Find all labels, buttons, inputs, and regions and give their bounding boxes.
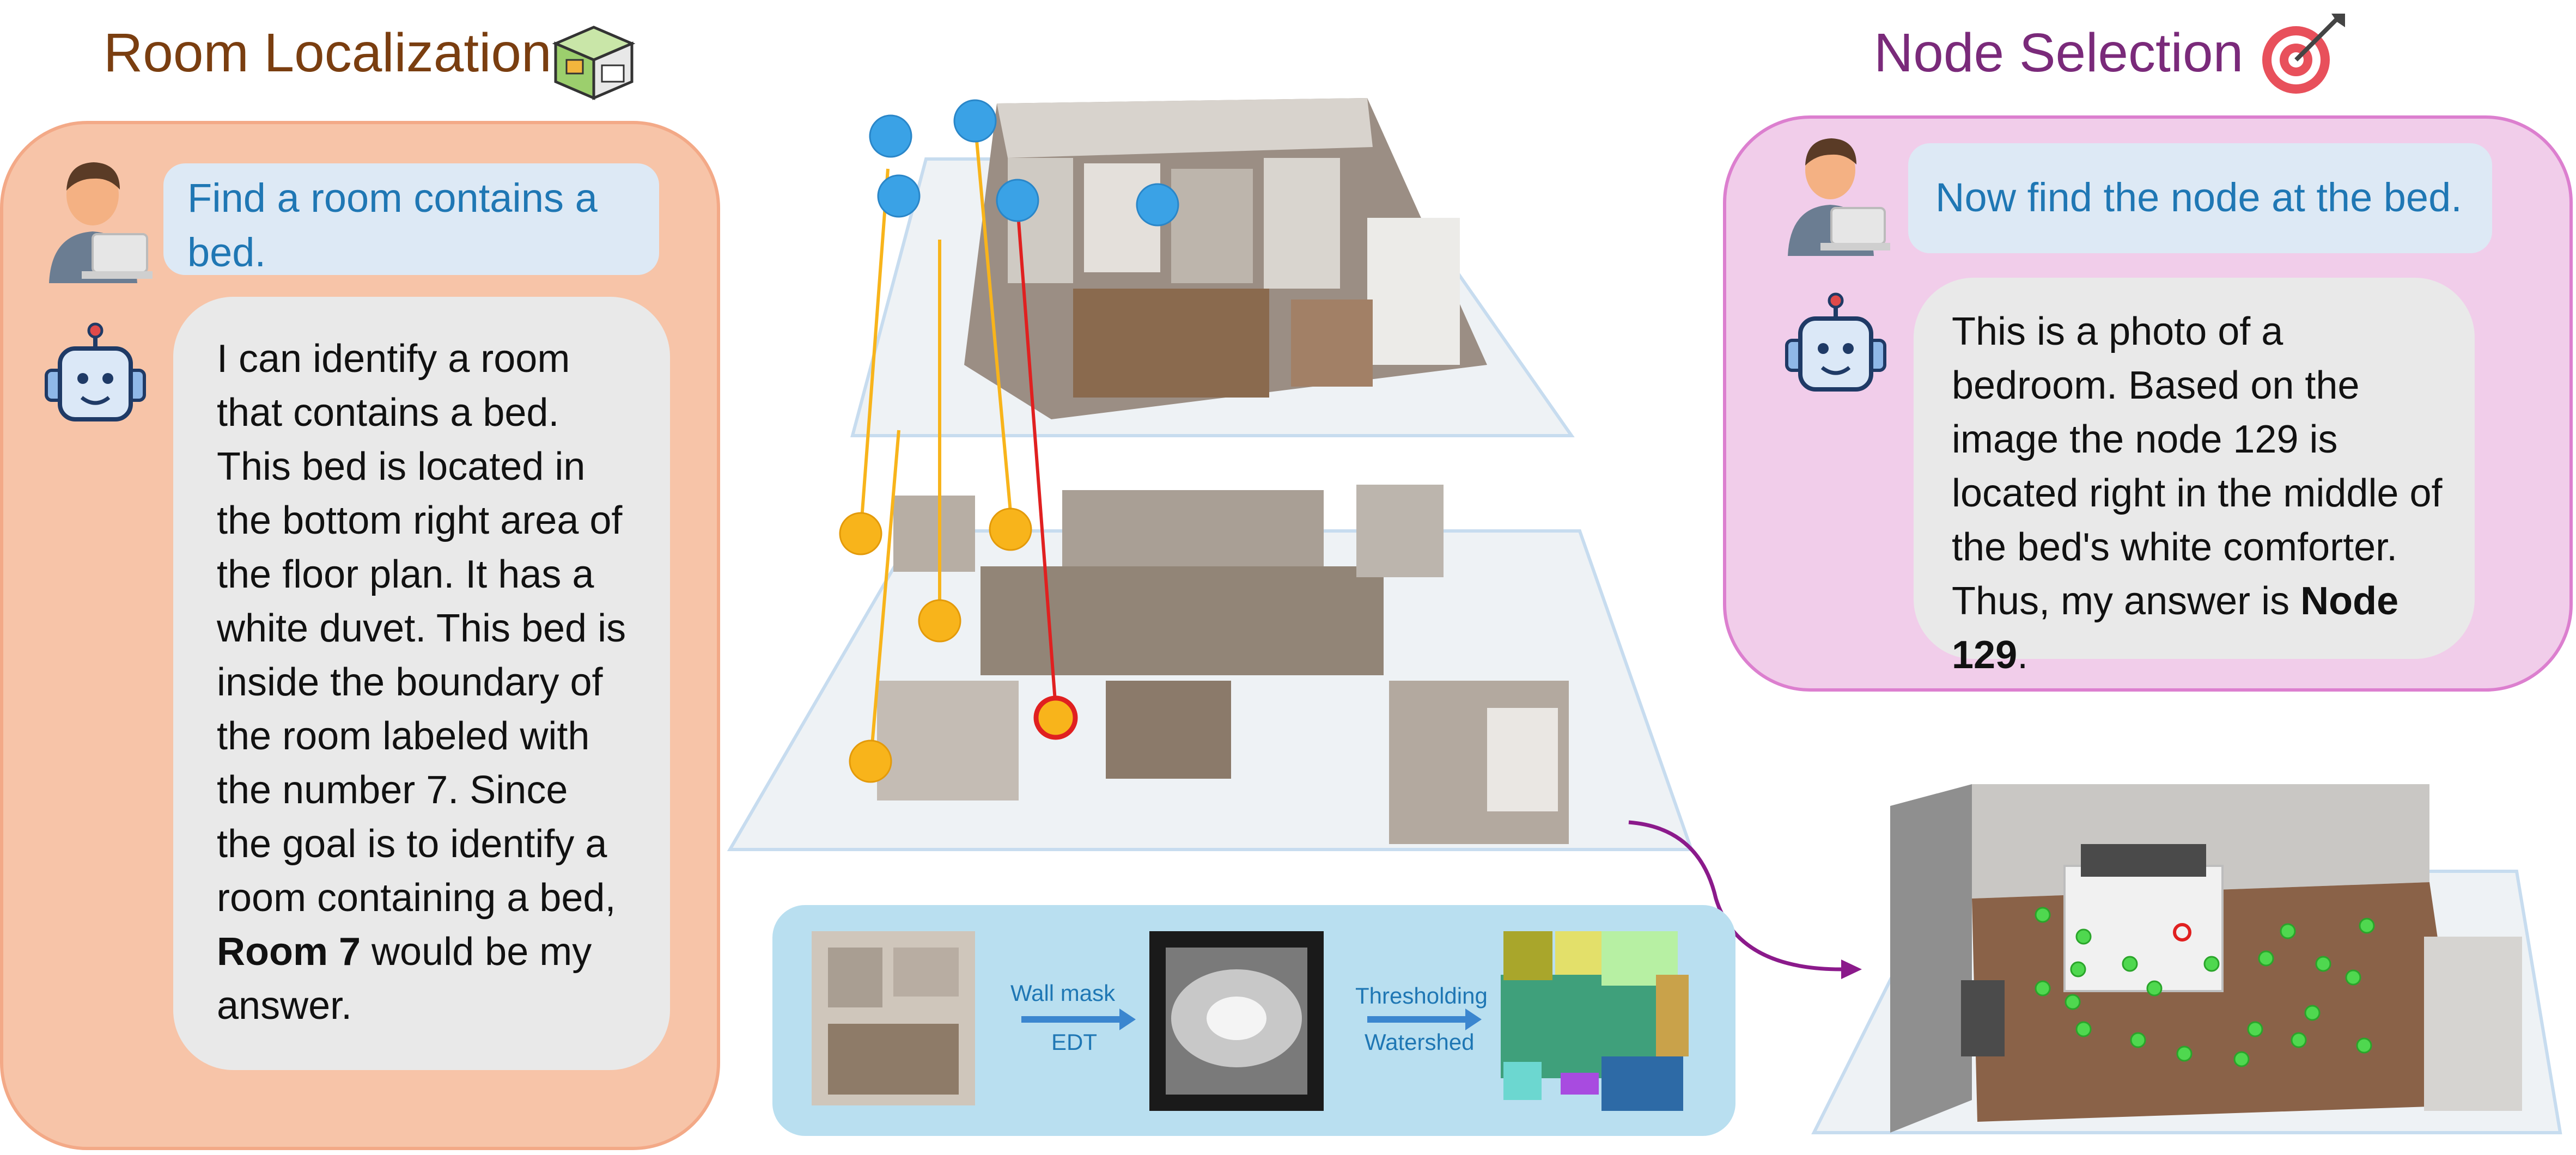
bottom-node-3 xyxy=(849,740,892,783)
pipeline-diagram xyxy=(812,931,1689,1111)
top-building-render xyxy=(964,98,1487,419)
top-node-1 xyxy=(869,114,912,158)
floorplan-icon xyxy=(552,26,636,100)
pipeline-step1-top: Wall mask xyxy=(1010,980,1116,1006)
room-localization-title-text: Room Localization xyxy=(103,22,552,83)
right-bot-message: This is a photo of a bedroom. Based on t… xyxy=(1914,278,2475,677)
edt-thumbnail xyxy=(1149,931,1324,1111)
target-icon xyxy=(2262,14,2345,94)
top-node-4 xyxy=(877,174,921,218)
top-node-5 xyxy=(996,179,1039,222)
robot-icon xyxy=(45,322,146,421)
user-avatar-icon-right xyxy=(1788,138,1890,256)
bottom-node-1 xyxy=(839,512,882,555)
left-bot-message-text: I can identify a room that contains a be… xyxy=(217,337,626,920)
right-bot-message-text: This is a photo of a bedroom. Based on t… xyxy=(1952,310,2443,623)
right-bot-message-end: . xyxy=(2017,633,2029,677)
link-arrow-1 xyxy=(859,168,890,534)
bottom-node-4 xyxy=(989,508,1032,551)
arrow-threshold-watershed xyxy=(1367,1009,1482,1030)
link-arrow-4 xyxy=(973,122,1012,512)
room-localization-title: Room Localization xyxy=(103,22,552,84)
floorplan-thumbnail xyxy=(812,931,975,1105)
left-bot-message-end: would be my answer. xyxy=(217,930,592,1028)
bedroom-render xyxy=(1811,784,2562,1134)
left-bot-answer-room: Room 7 xyxy=(217,930,361,974)
left-user-message: Find a room contains a bed. xyxy=(163,163,659,275)
bottom-node-target xyxy=(1033,695,1078,740)
left-bot-message: I can identify a room that contains a be… xyxy=(173,297,670,1070)
pipeline-step2-top: Thresholding xyxy=(1355,983,1488,1009)
node-selection-title-text: Node Selection xyxy=(1874,22,2244,83)
pipeline-step1-bottom: EDT xyxy=(1051,1029,1097,1055)
scene-graph-diagram xyxy=(727,98,1694,851)
right-user-message: Now find the node at the bed. xyxy=(1908,143,2492,253)
top-node-2 xyxy=(1136,183,1179,227)
robot-icon-right xyxy=(1785,292,1886,392)
bottom-node-2 xyxy=(918,599,961,643)
pipeline-step2-bottom: Watershed xyxy=(1365,1029,1475,1055)
link-arrow-red xyxy=(1016,206,1057,708)
bedroom-target-node xyxy=(2173,923,2191,942)
right-user-message-text: Now find the node at the bed. xyxy=(1935,175,2462,220)
user-avatar-icon xyxy=(49,162,153,283)
bedroom-nodes xyxy=(2035,907,2375,1067)
arrow-wallmask-edt xyxy=(1021,1009,1136,1030)
right-bot-answer-node: Node 129 xyxy=(1952,579,2399,677)
zoom-curve-arrow xyxy=(1628,820,1862,979)
link-arrow-2 xyxy=(870,430,900,752)
top-node-3 xyxy=(953,99,997,143)
bottom-building-render xyxy=(877,485,1569,844)
left-user-message-text: Find a room contains a bed. xyxy=(187,175,598,275)
node-selection-title: Node Selection xyxy=(1874,22,2243,84)
watershed-thumbnail xyxy=(1501,931,1689,1111)
